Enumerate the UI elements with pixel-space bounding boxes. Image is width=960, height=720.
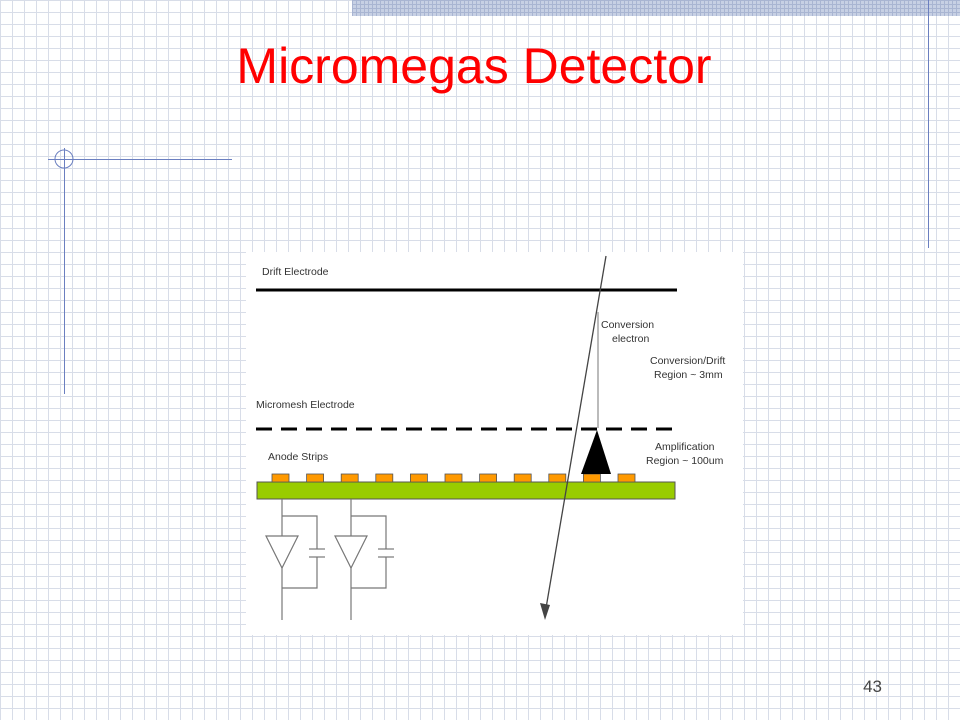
- crosshair-circle-icon: [54, 149, 74, 169]
- anode-strip: [617, 473, 636, 483]
- amplification-region-label-line1: Amplification: [655, 441, 715, 453]
- amplification-region-label-line2: Region ~ 100um: [646, 455, 724, 467]
- anode-strip: [340, 473, 359, 483]
- drift-electrode-label: Drift Electrode: [262, 266, 329, 278]
- conversion-electron-label-line1: Conversion: [601, 319, 654, 331]
- anode-strip: [409, 473, 428, 483]
- anode-strip: [548, 473, 567, 483]
- micromegas-diagram: Drift Electrode Micromesh Electrode Anod…: [246, 252, 743, 635]
- conversion-region-label-line1: Conversion/Drift: [650, 355, 725, 367]
- left-rule: [64, 148, 65, 394]
- amplifier-icon: [265, 535, 299, 570]
- anode-strip: [583, 473, 601, 483]
- anode-strip: [306, 473, 325, 483]
- anode-strip: [375, 473, 394, 483]
- crosshair-rule: [48, 159, 232, 160]
- anode-strips-label: Anode Strips: [268, 451, 328, 463]
- anode-strip: [271, 473, 290, 483]
- avalanche-triangle: [581, 430, 611, 474]
- substrate-bar: [256, 481, 676, 500]
- amplifier-icon: [334, 535, 368, 570]
- particle-track-arrowhead: [540, 603, 550, 620]
- anode-strips: [271, 473, 636, 483]
- right-rule: [928, 0, 929, 248]
- anode-strip: [444, 473, 463, 483]
- micromesh-electrode-label: Micromesh Electrode: [256, 399, 355, 411]
- particle-track: [544, 255, 607, 615]
- readout-channel-1: [265, 499, 325, 620]
- diagram-svg: Drift Electrode Micromesh Electrode Anod…: [256, 255, 725, 620]
- slide-title: Micromegas Detector: [236, 38, 712, 94]
- readout-channel-2: [334, 499, 394, 620]
- anode-strip: [513, 473, 532, 483]
- top-band-decoration: [352, 0, 960, 16]
- conversion-electron-label-line2: electron: [612, 333, 650, 345]
- page-number: 43: [863, 677, 882, 696]
- conversion-region-label-line2: Region ~ 3mm: [654, 369, 723, 381]
- anode-strip: [479, 473, 498, 483]
